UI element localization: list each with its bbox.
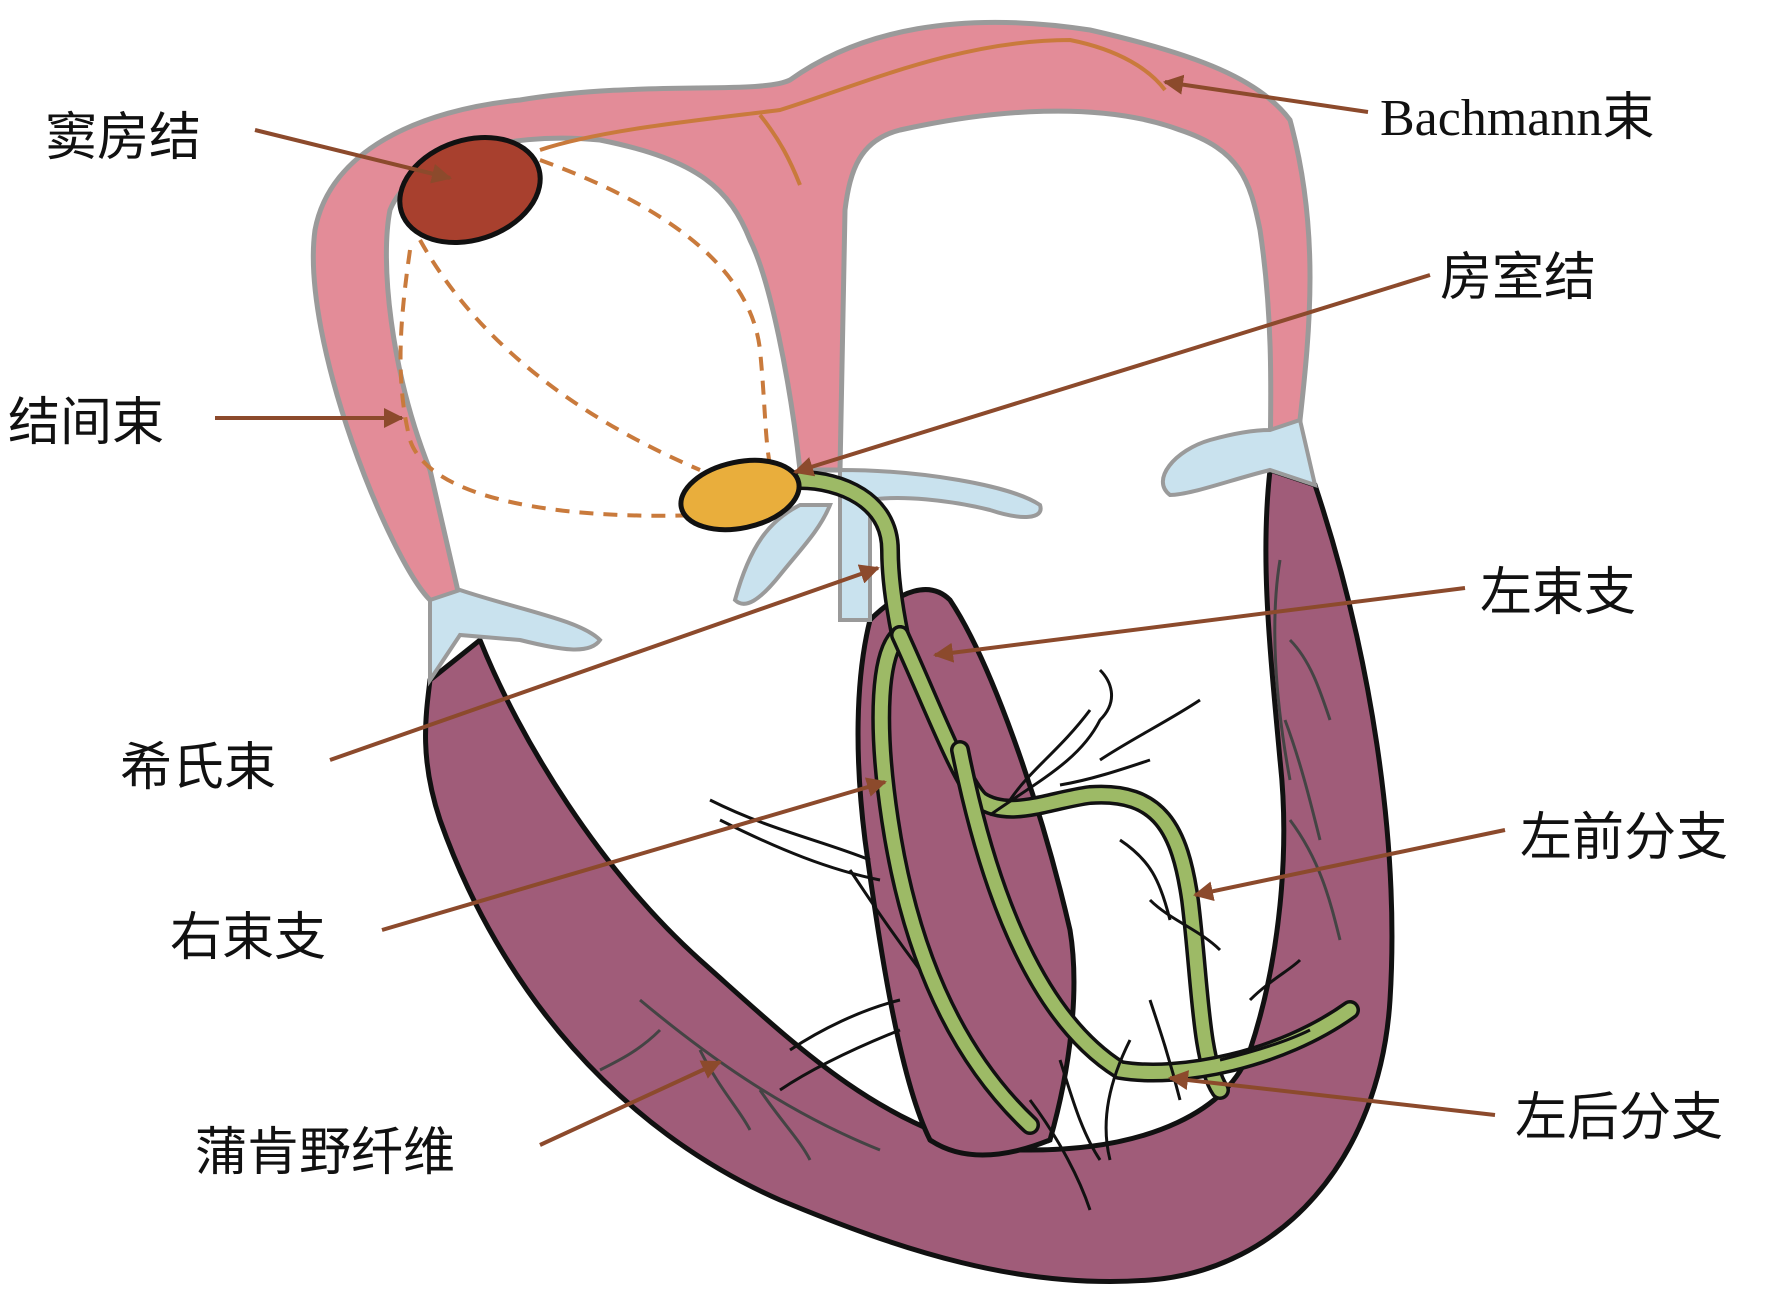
label-av-node: 房室结 bbox=[1440, 248, 1596, 308]
internodal-pathway-middle bbox=[418, 239, 701, 472]
tricuspid-valve-left bbox=[428, 587, 603, 687]
arrow-right-bundle bbox=[381, 777, 887, 932]
label-bachmann: Bachmann束 bbox=[1380, 90, 1654, 147]
label-internodal: 结间束 bbox=[8, 393, 164, 453]
arrow-bachmann bbox=[1163, 74, 1369, 114]
label-left-bundle: 左束支 bbox=[1480, 563, 1636, 623]
internodal-pathway-anterior bbox=[539, 158, 772, 466]
purkinje-fibers-gray bbox=[599, 559, 1342, 1161]
label-right-bundle: 右束支 bbox=[170, 908, 326, 968]
mitral-valve-center bbox=[838, 467, 1043, 622]
arrow-left-bundle bbox=[933, 586, 1466, 663]
label-left-anterior: 左前分支 bbox=[1520, 808, 1728, 868]
sa-node bbox=[397, 134, 543, 246]
label-left-posterior: 左后分支 bbox=[1515, 1088, 1723, 1148]
label-sa-node: 窦房结 bbox=[45, 108, 201, 168]
bachmann-branch bbox=[758, 113, 802, 186]
bachmann-bundle bbox=[539, 37, 1167, 152]
arrow-left-anterior bbox=[1193, 828, 1506, 902]
arrow-purkinje bbox=[539, 1060, 722, 1147]
arrow-sa-node bbox=[254, 128, 452, 184]
label-purkinje: 蒲肯野纤维 bbox=[195, 1123, 455, 1183]
arrow-his-bundle bbox=[329, 564, 880, 762]
arrow-left-posterior bbox=[1168, 1070, 1496, 1117]
atrial-wall bbox=[310, 19, 1313, 603]
internodal-pathway-posterior bbox=[398, 249, 701, 518]
label-his-bundle: 希氏束 bbox=[120, 738, 276, 798]
mitral-valve-right bbox=[1160, 417, 1318, 498]
purkinje-fibers-black bbox=[709, 668, 1311, 1211]
ventricle-wall bbox=[423, 466, 1395, 1285]
arrow-av-node bbox=[793, 273, 1431, 477]
label-arrows bbox=[215, 74, 1506, 1147]
av-node bbox=[678, 457, 802, 533]
valve-leaflet-center bbox=[732, 503, 833, 606]
ventricular-septum bbox=[855, 587, 1077, 1158]
